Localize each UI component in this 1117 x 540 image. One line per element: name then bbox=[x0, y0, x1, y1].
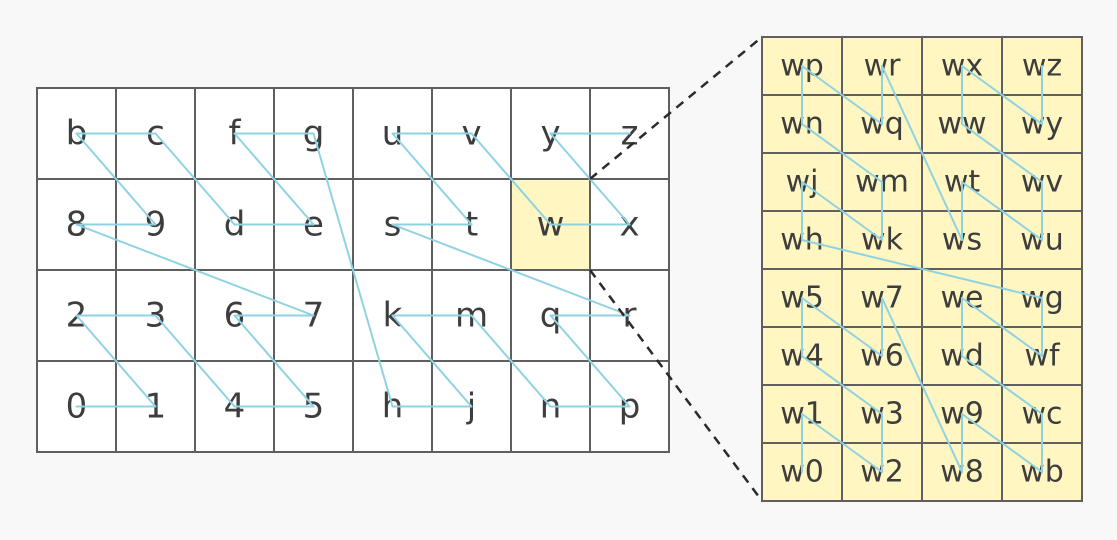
zoom-path-segment bbox=[801, 355, 883, 415]
connector-bottom bbox=[588, 269, 764, 502]
main-path-segment bbox=[470, 314, 552, 408]
zoom-path-segment bbox=[801, 123, 883, 183]
zoom-connectors bbox=[588, 36, 764, 502]
main-path-segment bbox=[391, 223, 631, 317]
main-path-segment bbox=[75, 223, 315, 317]
main-path-segment bbox=[154, 132, 236, 226]
zoom-path-segment bbox=[801, 65, 883, 125]
zoom-path-segment bbox=[961, 413, 1043, 473]
zoom-path-segment bbox=[961, 355, 1043, 415]
main-path-segment bbox=[75, 132, 157, 226]
zoom-path-segment bbox=[801, 181, 883, 241]
main-path-segment bbox=[549, 314, 631, 408]
zoom-path-segment bbox=[801, 297, 883, 357]
main-path-segment bbox=[154, 314, 236, 408]
main-path-segment bbox=[391, 314, 473, 408]
zoom-path-segment bbox=[881, 65, 963, 241]
zoom-path-segment bbox=[961, 123, 1043, 183]
main-path-segment bbox=[391, 132, 473, 226]
zoom-path-segment bbox=[801, 413, 883, 473]
main-path-segment bbox=[233, 314, 315, 408]
zoom-path-segment bbox=[881, 297, 963, 473]
connector-top bbox=[589, 36, 763, 180]
zoom-path-segment bbox=[961, 297, 1043, 357]
zoom-path-segment bbox=[961, 65, 1043, 125]
zoom-z-order-path bbox=[801, 65, 1043, 473]
main-path-segment bbox=[233, 132, 315, 226]
main-path-segment bbox=[312, 132, 394, 408]
main-z-order-path bbox=[75, 132, 631, 408]
zoom-path-segment bbox=[961, 181, 1043, 241]
main-path-segment bbox=[75, 314, 157, 408]
main-path-segment bbox=[470, 132, 552, 226]
zoom-path-segment bbox=[801, 239, 1043, 299]
